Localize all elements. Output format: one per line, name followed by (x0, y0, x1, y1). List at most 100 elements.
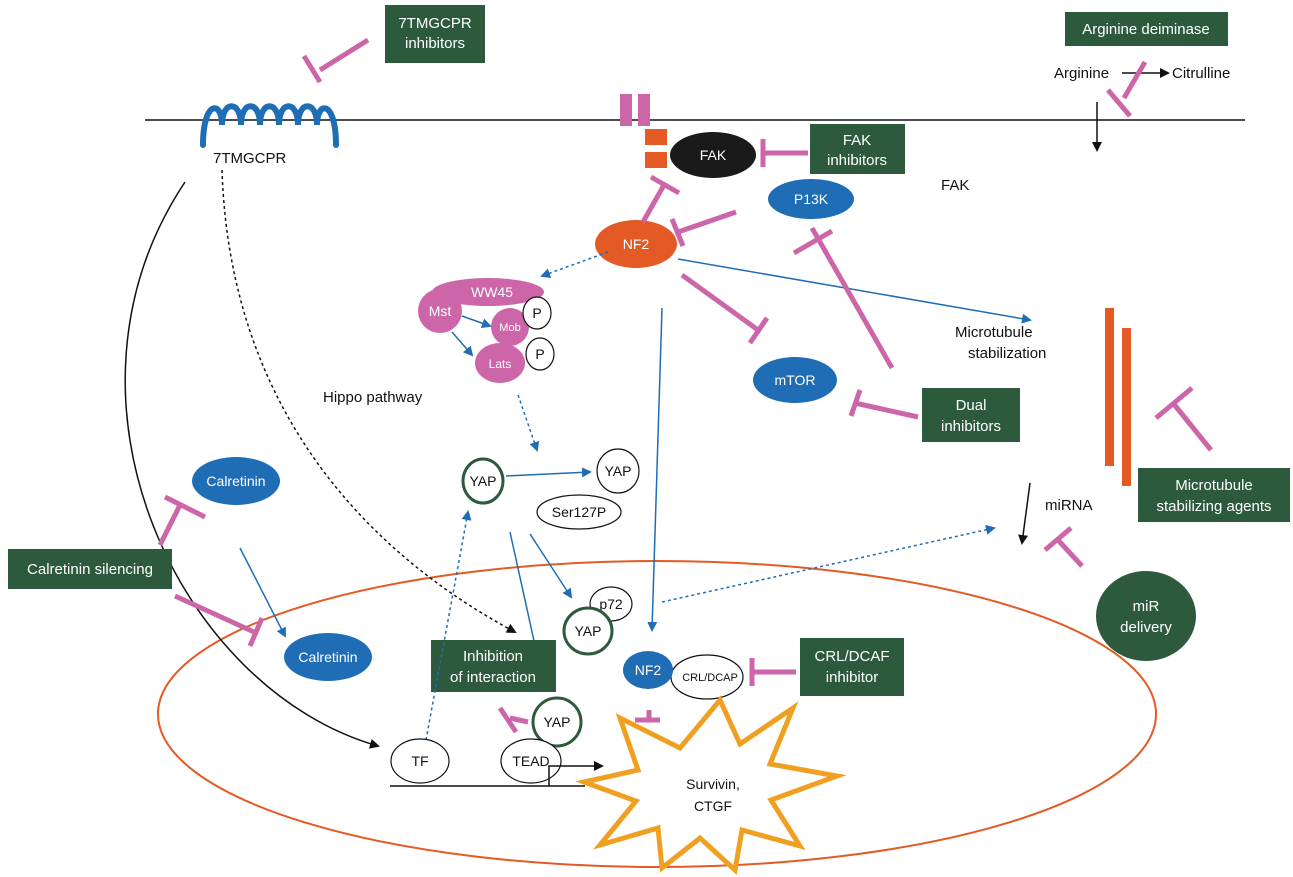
svg-text:Calretinin: Calretinin (206, 473, 265, 489)
nf2-top-node: NF2 (595, 220, 677, 268)
microtubule-stabilization-line1: Microtubule (955, 324, 1033, 341)
svg-text:inhibitors: inhibitors (405, 35, 465, 52)
calretinin-nuclear-node: Calretinin (284, 633, 372, 681)
inhibition-of-interaction-box: Inhibition of interaction (431, 640, 556, 692)
svg-text:YAP: YAP (575, 623, 602, 639)
svg-text:Calretinin silencing: Calretinin silencing (27, 561, 153, 578)
nf2-mtor-inhibition-bar (680, 272, 770, 345)
survivin-ctgf-starburst (575, 695, 847, 875)
arginine-label: Arginine (1054, 65, 1109, 82)
microtubule-bar-left (1105, 308, 1114, 466)
mob-node: Mob (491, 308, 529, 346)
integrin-bar-right (638, 94, 650, 126)
lats-phosphate-node: P (525, 337, 555, 371)
dual-inhibitors-box: Dual inhibitors (922, 388, 1020, 442)
calretinin-silencing-top-inhibition-bar (157, 494, 207, 547)
citrulline-label: Citrulline (1172, 65, 1230, 82)
nf2-to-microtubule-arrow (677, 258, 1032, 324)
p13k-node: P13K (768, 179, 854, 219)
yap-to-p72-complex-arrow (529, 533, 573, 599)
crl-dcaf-inhibitor-box: CRL/DCAF inhibitor (800, 638, 904, 696)
svg-text:of interaction: of interaction (450, 669, 536, 686)
svg-text:WW45: WW45 (471, 284, 513, 300)
svg-text:P13K: P13K (794, 191, 829, 207)
svg-text:stabilizing agents: stabilizing agents (1156, 498, 1271, 515)
svg-text:YAP: YAP (544, 714, 571, 730)
fak-inhibitors-box: FAK inhibitors (810, 124, 905, 174)
crl-dcap-node: CRL/DCAP (670, 654, 744, 700)
svg-text:Ser127P: Ser127P (552, 504, 606, 520)
svg-text:7TMGCPR: 7TMGCPR (398, 15, 472, 32)
dual-mtor-inhibition-bar (848, 389, 919, 420)
nf2-to-nucleus-arrow (647, 307, 663, 632)
p13k-nf2-inhibition-bar (669, 209, 737, 247)
svg-text:Inhibition: Inhibition (463, 648, 523, 665)
svg-text:miR: miR (1133, 598, 1160, 615)
mst-to-mob-arrow (461, 315, 492, 329)
svg-text:mTOR: mTOR (775, 372, 816, 388)
nucleus-to-mirna-dotted-arrow (661, 524, 996, 603)
mirna-label: miRNA (1045, 497, 1093, 514)
fak-right-label: FAK (941, 177, 969, 194)
svg-text:Microtubule: Microtubule (1175, 477, 1253, 494)
microtubule-agent-inhibition-bar (1154, 386, 1213, 452)
survivin-label: Survivin, (686, 776, 740, 792)
svg-text:inhibitor: inhibitor (826, 669, 879, 686)
receptor-to-nucleus-dotted-arrow (221, 169, 517, 633)
calretinin-silencing-box: Calretinin silencing (8, 549, 172, 589)
fak-block-bottom (645, 152, 667, 168)
yap-p72-node: YAP (562, 606, 614, 656)
svg-text:CRL/DCAP: CRL/DCAP (682, 672, 738, 684)
svg-text:CRL/DCAF: CRL/DCAF (814, 648, 889, 665)
mob-phosphate-node: P (522, 296, 552, 330)
svg-text:delivery: delivery (1120, 619, 1172, 636)
fak-inhibition-bar (760, 139, 808, 167)
ctgf-label: CTGF (694, 798, 732, 814)
svg-text:inhibitors: inhibitors (941, 418, 1001, 435)
nf2-survivin-inhibition-bar (635, 710, 660, 723)
svg-text:NF2: NF2 (635, 662, 662, 678)
svg-text:Lats: Lats (489, 357, 512, 371)
svg-text:Arginine deiminase: Arginine deiminase (1082, 21, 1210, 38)
microtubule-stabilizing-agents-box: Microtubule stabilizing agents (1138, 468, 1290, 522)
yap-nuclear-node: YAP (531, 696, 583, 748)
calretinin-to-nucleus-arrow (239, 547, 286, 638)
mtor-node: mTOR (753, 357, 837, 403)
svg-text:YAP: YAP (605, 463, 632, 479)
fak-node: FAK (670, 132, 756, 178)
fak-block-top (645, 129, 667, 145)
mst-to-lats-arrow (451, 331, 474, 357)
mir-delivery-inhibition-bar (1043, 526, 1084, 568)
svg-text:P: P (532, 305, 541, 321)
svg-text:P: P (535, 346, 544, 362)
receptor-label: 7TMGCPR (213, 150, 287, 167)
nf2-to-hippo-dotted-arrow (540, 251, 609, 278)
receptor-to-tf-arrow (124, 181, 380, 749)
ww45-node: WW45 (432, 278, 544, 306)
svg-text:FAK: FAK (843, 132, 871, 149)
yap-to-phospho-yap-arrow (505, 467, 592, 478)
dual-p13k-inhibition-bar (792, 226, 895, 370)
svg-text:TF: TF (411, 753, 428, 769)
svg-text:inhibitors: inhibitors (827, 152, 887, 169)
tf-node: TF (390, 738, 450, 784)
integrin-bar-left (620, 94, 632, 126)
tmgcpr-inhibitors-box: 7TMGCPR inhibitors (385, 5, 485, 63)
nucleus (157, 560, 1157, 868)
svg-text:p72: p72 (599, 596, 623, 612)
calretinin-silencing-bottom-inhibition-bar (173, 593, 265, 647)
svg-text:Mob: Mob (499, 322, 520, 334)
svg-text:Calretinin: Calretinin (298, 649, 357, 665)
nf2-fak-inhibition-bar (640, 174, 681, 224)
transcription-start-arrow (548, 761, 604, 786)
svg-text:FAK: FAK (700, 147, 727, 163)
mir-delivery-node: miR delivery (1096, 571, 1196, 661)
interaction-inhibition-bar (497, 706, 529, 734)
lats-node: Lats (475, 343, 525, 383)
svg-text:YAP: YAP (470, 473, 497, 489)
tmgcpr-inhibition-bar (301, 37, 370, 84)
nf2-nuclear-node: NF2 (623, 651, 673, 689)
arginine-deiminase-inhibition-bar (1106, 60, 1148, 118)
tead-node: TEAD (500, 738, 562, 784)
